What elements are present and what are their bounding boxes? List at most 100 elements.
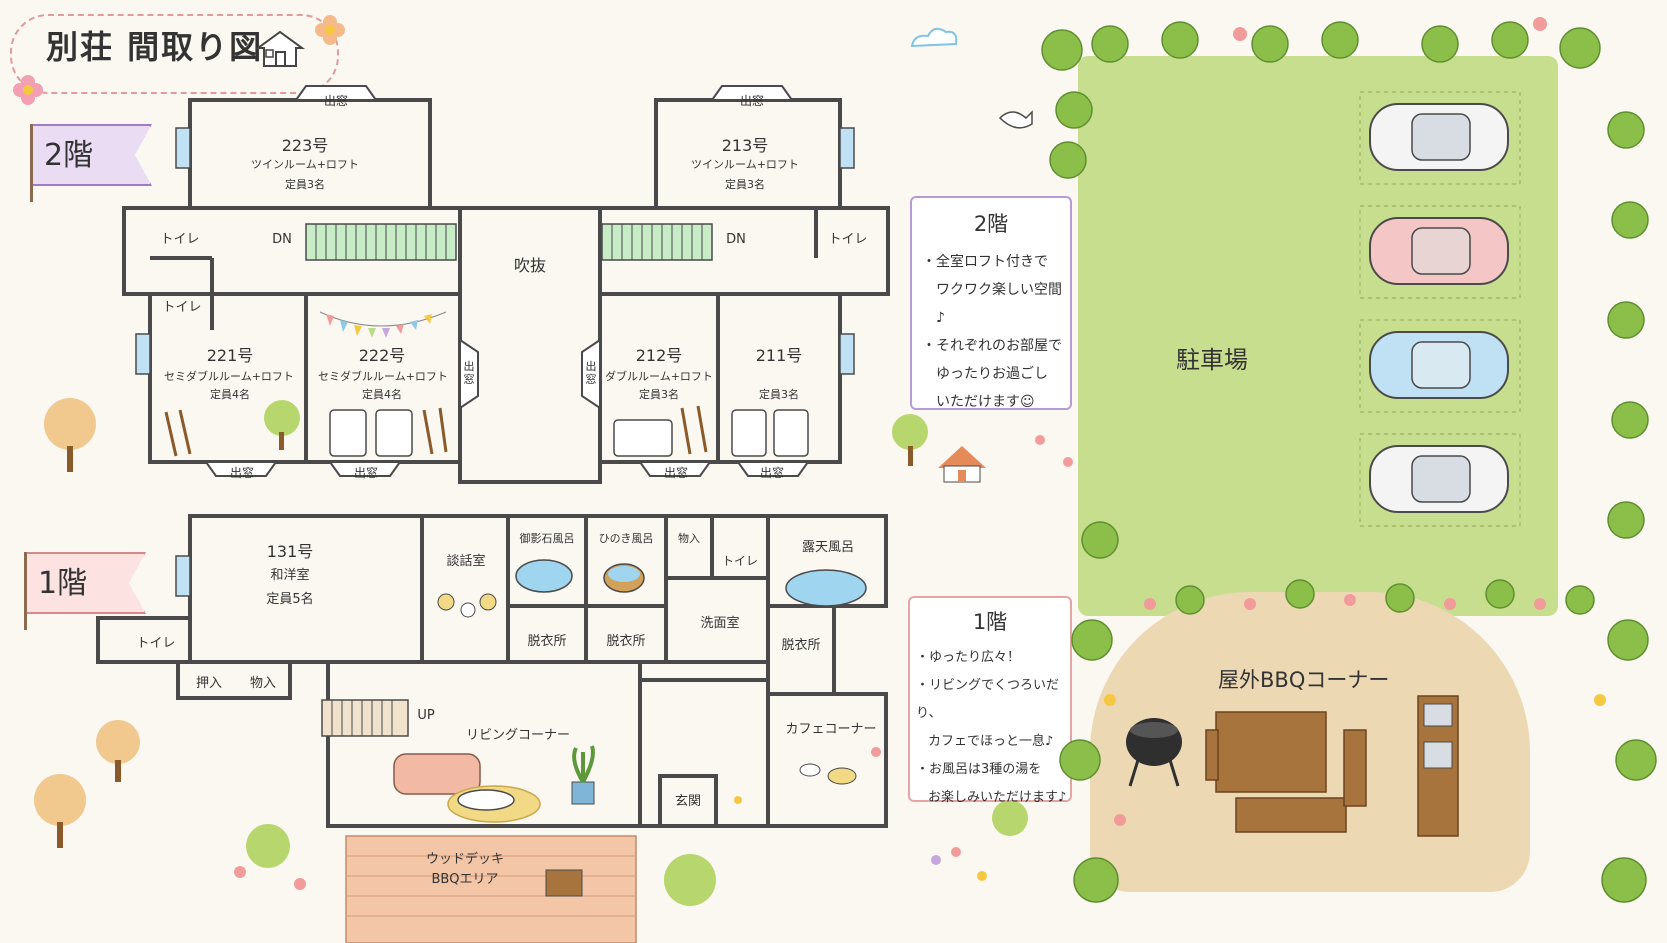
bbq-corner-label: 屋外BBQコーナー	[1218, 668, 1390, 692]
coffee-table	[457, 789, 515, 811]
info-line: ・ゆったり広々！	[916, 650, 1021, 665]
car-white	[1369, 103, 1509, 171]
floor1-info-card: 1階 ・ゆったり広々！ ・リビングでくつろいだり、 カフェでほっと一息♪ ・お風…	[908, 596, 1072, 805]
living-corner-label: リビングコーナー	[465, 728, 570, 743]
cafe-table	[799, 763, 857, 785]
staircase	[305, 223, 713, 737]
car-blue	[1369, 331, 1509, 399]
info-line: ・リビングでくつろいだり、	[916, 678, 1060, 721]
toilet-label: トイレ	[721, 554, 758, 568]
plant	[571, 745, 595, 805]
room-223-capacity: 定員3名	[285, 178, 325, 191]
room-223-number: 223号	[281, 136, 329, 155]
cafe-corner-label: カフェコーナー	[785, 722, 877, 737]
house-icon	[254, 30, 306, 67]
bbq-grill	[1126, 718, 1182, 787]
room-211-capacity: 定員3名	[759, 388, 799, 401]
flag-pole	[24, 552, 27, 630]
floor-plan	[34, 27, 1073, 943]
dressing-room-label: 脱衣所	[527, 634, 567, 649]
room-213-number: 213号	[721, 136, 769, 155]
bed	[329, 409, 809, 457]
room-212-capacity: 定員3名	[639, 388, 679, 401]
wood-deck-label: ウッドデッキ	[425, 852, 504, 867]
cloud	[910, 27, 958, 48]
window	[135, 127, 855, 597]
sofa	[393, 753, 481, 795]
room-131-type: 和洋室	[270, 568, 310, 583]
lounge-label: 談話室	[446, 554, 486, 569]
floor1-flag	[24, 552, 146, 614]
bay-window-label: 出窓	[739, 94, 764, 108]
atrium-label: 吹抜	[513, 256, 546, 275]
outdoor-sink	[1417, 695, 1459, 837]
bay-window-label: 出窓	[585, 360, 597, 386]
bay-window	[204, 85, 810, 477]
toilet-label: トイレ	[136, 636, 176, 651]
car-white	[1369, 445, 1509, 513]
outdoor-scene	[1041, 17, 1657, 903]
room-212-number: 212号	[635, 346, 683, 365]
wood-deck	[345, 835, 637, 943]
parking-label: 駐車場	[1176, 346, 1248, 374]
room-212-type: ダブルルーム+ロフト	[605, 370, 713, 383]
floor1-info-heading: 1階	[972, 610, 1008, 634]
closet-label: 押入	[195, 676, 222, 691]
flag-pole	[30, 124, 33, 202]
stairs-up-label: UP	[417, 708, 435, 723]
storage-label: 物入	[678, 532, 700, 545]
hinoki-bath-label: ひのき風呂	[598, 532, 654, 545]
tree	[34, 398, 1028, 906]
dressing-room-label: 脱衣所	[781, 638, 821, 653]
room-213-capacity: 定員3名	[725, 178, 765, 191]
room-131-capacity: 定員5名	[266, 592, 314, 607]
info-line: カフェでほっと一息♪	[928, 734, 1054, 749]
bunting-flags	[326, 314, 432, 338]
toilet-label: トイレ	[160, 232, 200, 247]
info-line: ・全室ロフト付きで	[922, 254, 1048, 270]
flowers	[1104, 17, 1606, 826]
stair-steps	[315, 224, 703, 736]
washroom-label: 洗面室	[700, 616, 740, 631]
car-pink	[1369, 217, 1509, 285]
title-frame	[10, 14, 339, 94]
ladder	[164, 405, 708, 457]
bay-window-label: 出窓	[663, 466, 688, 480]
info-line: ・お風呂は3種の湯を	[916, 762, 1042, 777]
info-line: ゆったりお過ごし	[936, 366, 1048, 382]
flower-icon	[13, 75, 43, 105]
bay-window-label: 出窓	[759, 466, 784, 480]
parking-slot	[1359, 91, 1521, 527]
picnic-basket	[545, 869, 583, 897]
deck-boards	[346, 855, 636, 917]
info-line: ワクワク楽しい空間♪	[936, 282, 1062, 326]
floor1-walls	[96, 514, 888, 828]
room-131-number: 131号	[266, 542, 314, 561]
floor1-flag-label: 1階	[38, 566, 88, 601]
bay-window-label: 出窓	[323, 94, 348, 108]
entrance-label: 玄関	[674, 794, 701, 809]
room-221-type: セミダブルルーム+ロフト	[164, 370, 294, 383]
toilet-label: トイレ	[162, 300, 202, 315]
flower-icon	[315, 15, 345, 45]
floor2-info-heading: 2階	[973, 212, 1009, 236]
stairs-down-label: DN	[726, 232, 746, 247]
granite-bath-label: 御影石風呂	[519, 532, 575, 545]
room-223-type: ツインルーム+ロフト	[251, 158, 359, 171]
info-line: お楽しみいただけます♪	[928, 790, 1067, 805]
hedge-tree	[1041, 21, 1657, 903]
bay-window-label: 出窓	[353, 466, 378, 480]
floor2-flag-label: 2階	[44, 138, 94, 173]
toilet-label: トイレ	[828, 232, 868, 247]
bbq-area-label: BBQエリア	[431, 872, 499, 887]
bay-window-label: 出窓	[229, 466, 254, 480]
bath-tub	[515, 559, 867, 607]
room-213-type: ツインルーム+ロフト	[691, 158, 799, 171]
small-house	[938, 446, 986, 483]
page-title: 別荘 間取り図	[46, 28, 264, 66]
room-222-capacity: 定員4名	[362, 388, 402, 401]
room-221-capacity: 定員4名	[210, 388, 250, 401]
info-line: ・それぞれのお部屋で	[922, 338, 1062, 354]
dressing-room-label: 脱衣所	[606, 634, 646, 649]
bird	[998, 110, 1033, 129]
